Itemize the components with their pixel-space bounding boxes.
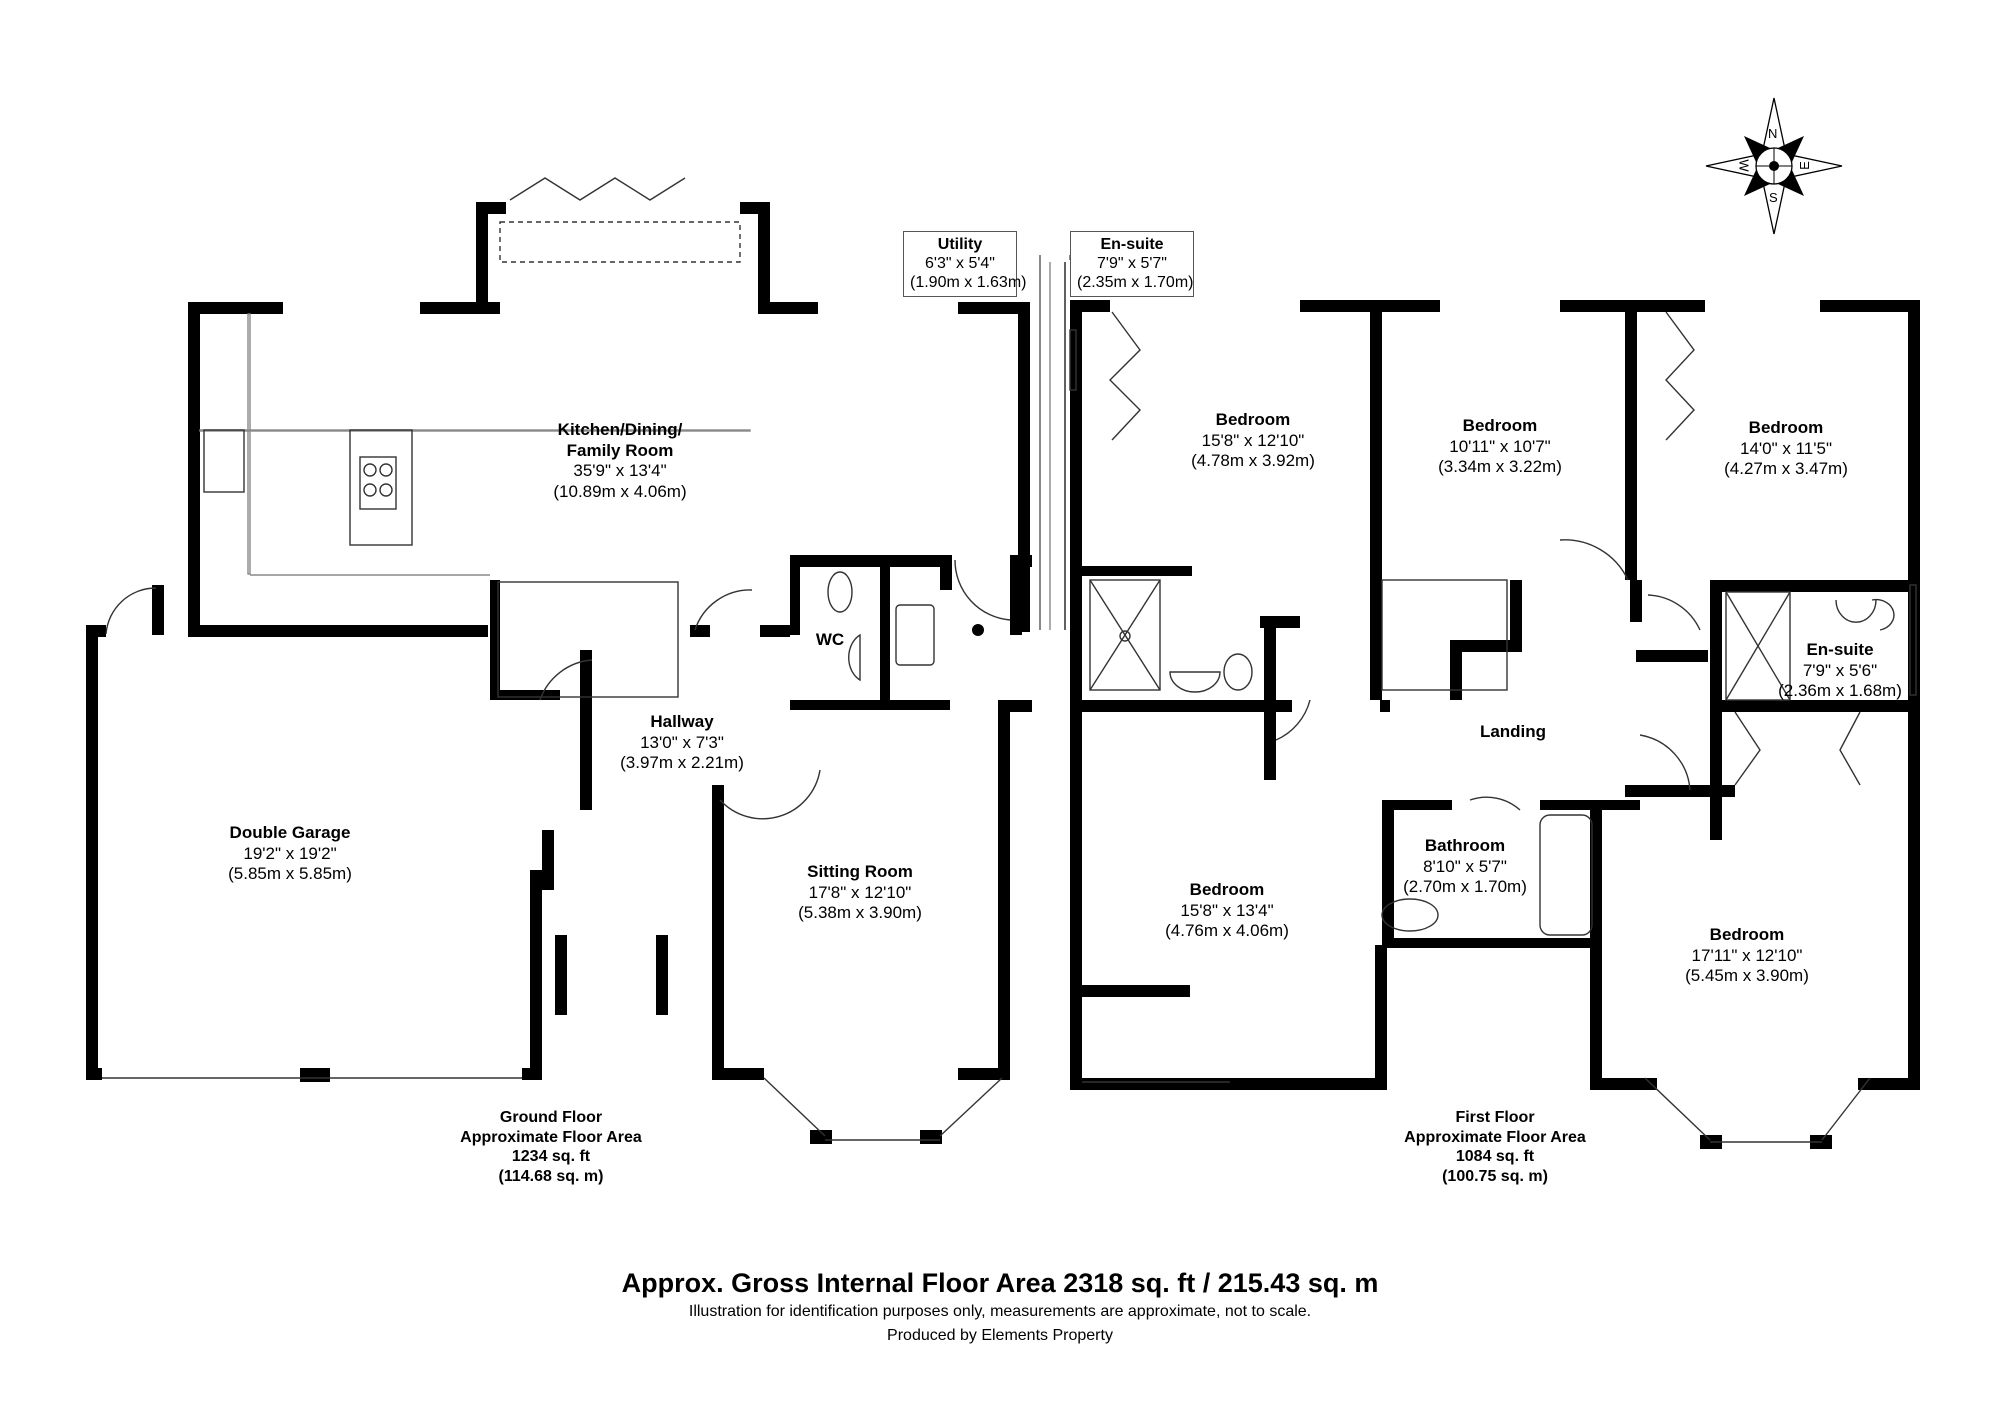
room-dim-imperial: 15'8" x 13'4" bbox=[1180, 900, 1274, 920]
compass-rose-icon bbox=[1705, 97, 1843, 235]
room-name: Bedroom bbox=[1709, 925, 1785, 944]
room-dim-imperial: 8'10" x 5'7" bbox=[1423, 856, 1507, 876]
room-dim-metric: (3.34m x 3.22m) bbox=[1438, 457, 1562, 477]
first-floor-thin-lines bbox=[1064, 262, 1917, 1143]
room-label-bedroom-1: Bedroom 15'8" x 12'10" (4.78m x 3.92m) bbox=[1191, 410, 1315, 472]
room-dim-metric: (5.45m x 3.90m) bbox=[1685, 966, 1809, 986]
room-label-bathroom: Bathroom 8'10" x 5'7" (2.70m x 1.70m) bbox=[1403, 836, 1527, 898]
compass-north: N bbox=[1768, 126, 1778, 141]
room-name: Utility bbox=[937, 236, 983, 253]
room-dim-metric: (2.35m x 1.70m) bbox=[1077, 274, 1194, 292]
room-label-bedroom-5: Bedroom 17'11" x 12'10" (5.45m x 3.90m) bbox=[1685, 925, 1809, 987]
floor-subtitle: Approximate Floor Area bbox=[460, 1128, 642, 1146]
utility-callout: Utility 6'3" x 5'4" (1.90m x 1.63m) bbox=[903, 231, 1027, 297]
room-label-kitchen: Kitchen/Dining/ Family Room 35'9" x 13'4… bbox=[553, 420, 686, 503]
room-dim-imperial: 35'9" x 13'4" bbox=[573, 461, 667, 481]
room-name: Landing bbox=[1479, 722, 1547, 741]
ensuite-callout: En-suite 7'9" x 5'7" (2.35m x 1.70m) bbox=[1070, 231, 1194, 297]
floor-title: Ground Floor bbox=[499, 1109, 603, 1126]
compass-south: S bbox=[1769, 190, 1778, 205]
room-name: Hallway bbox=[650, 712, 714, 731]
room-dim-metric: (4.76m x 4.06m) bbox=[1165, 921, 1289, 941]
floor-title: First Floor bbox=[1455, 1109, 1535, 1126]
room-dim-metric: (2.70m x 1.70m) bbox=[1403, 877, 1527, 897]
room-name: Sitting Room bbox=[807, 862, 913, 881]
room-name: En-suite bbox=[1100, 236, 1164, 253]
ground-floor-summary: Ground Floor Approximate Floor Area 1234… bbox=[460, 1108, 642, 1186]
room-label-bedroom-3: Bedroom 14'0" x 11'5" (4.27m x 3.47m) bbox=[1724, 418, 1848, 480]
footer: Approx. Gross Internal Floor Area 2318 s… bbox=[0, 1268, 2000, 1345]
first-floor-walls bbox=[1070, 300, 1920, 1149]
floor-area-sqm: (114.68 sq. m) bbox=[498, 1167, 604, 1185]
room-dim-imperial: 7'9" x 5'7" bbox=[1097, 255, 1167, 273]
room-dim-imperial: 17'8" x 12'10" bbox=[808, 882, 912, 902]
room-dim-metric: (4.27m x 3.47m) bbox=[1724, 459, 1848, 479]
room-name: Bedroom bbox=[1748, 418, 1824, 437]
disclaimer-text: Illustration for identification purposes… bbox=[688, 1303, 1312, 1320]
floor-area-sqft: 1234 sq. ft bbox=[511, 1148, 591, 1166]
producer-credit: Produced by Elements Property bbox=[887, 1327, 1113, 1344]
room-label-bedroom-4: Bedroom 15'8" x 13'4" (4.76m x 4.06m) bbox=[1165, 880, 1289, 942]
room-dim-metric: (3.97m x 2.21m) bbox=[620, 753, 744, 773]
room-dim-imperial: 14'0" x 11'5" bbox=[1740, 438, 1832, 458]
floor-area-sqft: 1084 sq. ft bbox=[1455, 1148, 1535, 1166]
first-floor-summary: First Floor Approximate Floor Area 1084 … bbox=[1404, 1108, 1586, 1186]
room-dim-metric: (2.36m x 1.68m) bbox=[1778, 681, 1902, 701]
room-name: Bathroom bbox=[1424, 836, 1506, 855]
room-dim-metric: (1.90m x 1.63m) bbox=[910, 274, 1027, 292]
room-dim-metric: (5.85m x 5.85m) bbox=[228, 864, 352, 884]
floor-subtitle: Approximate Floor Area bbox=[1404, 1128, 1586, 1146]
room-label-ensuite: En-suite 7'9" x 5'6" (2.36m x 1.68m) bbox=[1778, 640, 1902, 702]
room-dim-imperial: 15'8" x 12'10" bbox=[1201, 430, 1305, 450]
ground-floor-thin-lines bbox=[102, 177, 1066, 1141]
room-name: Bedroom bbox=[1189, 880, 1265, 899]
room-name: WC bbox=[815, 630, 845, 649]
room-label-garage: Double Garage 19'2" x 19'2" (5.85m x 5.8… bbox=[228, 823, 352, 885]
ground-floor-walls bbox=[86, 202, 1032, 1144]
room-dim-metric: (5.38m x 3.90m) bbox=[798, 903, 922, 923]
room-dim-imperial: 10'11" x 10'7" bbox=[1449, 436, 1551, 456]
room-dim-imperial: 19'2" x 19'2" bbox=[243, 843, 337, 863]
room-dim-imperial: 7'9" x 5'6" bbox=[1802, 660, 1878, 680]
room-name-line2: Family Room bbox=[566, 440, 674, 460]
room-label-bedroom-2: Bedroom 10'11" x 10'7" (3.34m x 3.22m) bbox=[1438, 416, 1562, 478]
room-dim-metric: (4.78m x 3.92m) bbox=[1191, 451, 1315, 471]
room-label-sitting-room: Sitting Room 17'8" x 12'10" (5.38m x 3.9… bbox=[798, 862, 922, 924]
room-name: Double Garage bbox=[229, 823, 351, 842]
room-dim-metric: (10.89m x 4.06m) bbox=[553, 482, 687, 502]
room-name: En-suite bbox=[1806, 640, 1874, 659]
soil-stack-icon bbox=[972, 624, 984, 636]
room-label-hallway: Hallway 13'0" x 7'3" (3.97m x 2.21m) bbox=[620, 712, 744, 774]
room-label-landing: Landing bbox=[1480, 722, 1546, 743]
compass-east: E bbox=[1796, 161, 1812, 170]
gross-area-title: Approx. Gross Internal Floor Area 2318 s… bbox=[621, 1268, 1379, 1298]
room-name: Bedroom bbox=[1462, 416, 1538, 435]
room-label-wc: WC bbox=[816, 630, 844, 651]
room-dim-imperial: 17'11" x 12'10" bbox=[1691, 945, 1803, 965]
room-dim-imperial: 6'3" x 5'4" bbox=[925, 255, 995, 273]
room-name: Kitchen/Dining/ bbox=[557, 420, 683, 439]
room-dim-imperial: 13'0" x 7'3" bbox=[640, 732, 724, 752]
room-name: Bedroom bbox=[1215, 410, 1291, 429]
floor-area-sqm: (100.75 sq. m) bbox=[1442, 1167, 1548, 1185]
compass-west: W bbox=[1736, 159, 1752, 172]
